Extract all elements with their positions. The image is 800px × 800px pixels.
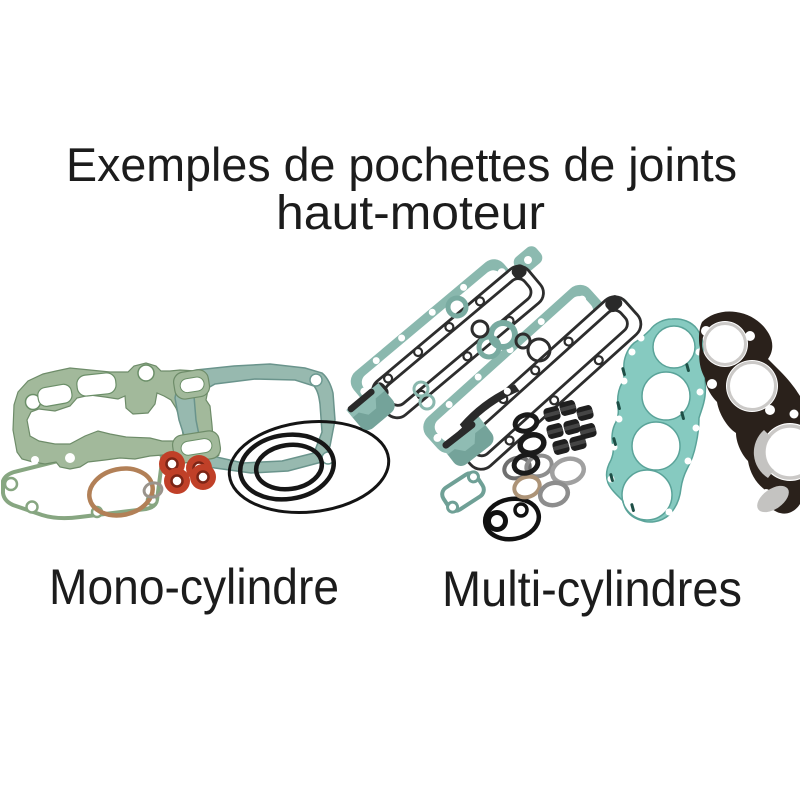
svg-text:Multi-cylindres: Multi-cylindres <box>442 561 742 617</box>
svg-text:Exemples de pochettes de joint: Exemples de pochettes de joints <box>66 138 737 191</box>
svg-text:haut-moteur: haut-moteur <box>276 187 545 240</box>
svg-text:Mono-cylindre: Mono-cylindre <box>49 559 339 615</box>
